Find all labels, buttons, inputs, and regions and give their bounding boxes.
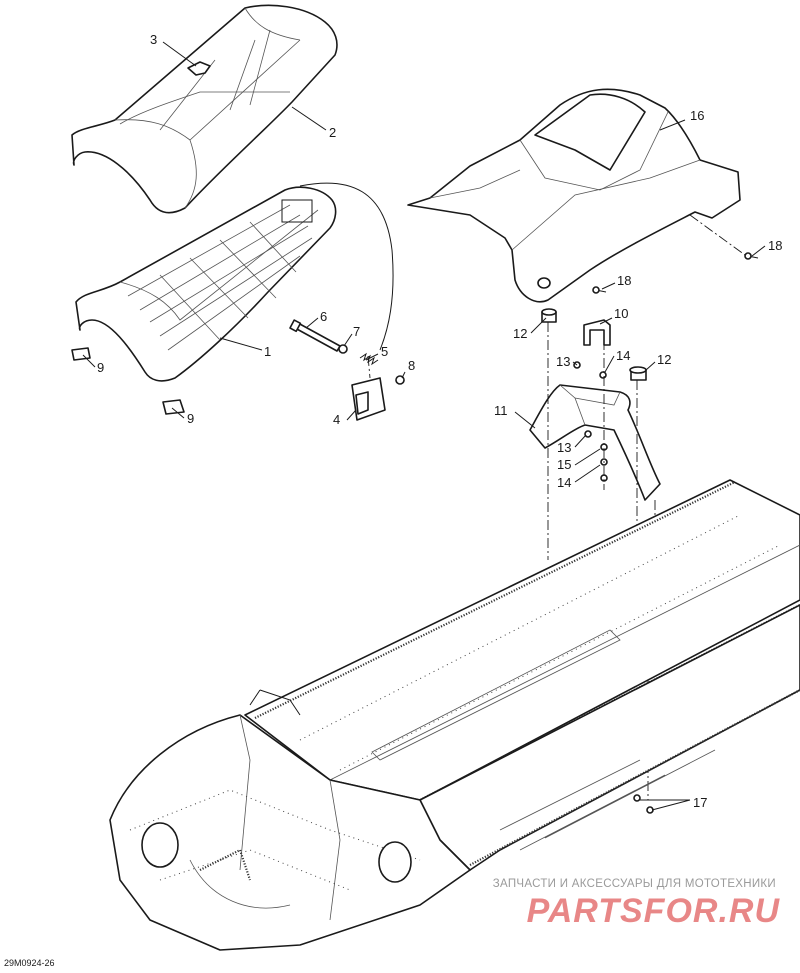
knob-right[interactable] <box>629 366 647 381</box>
rear-cover[interactable] <box>407 88 741 303</box>
callout-13b: 13 <box>557 440 571 455</box>
latch[interactable] <box>351 377 386 421</box>
callout-14b: 14 <box>557 475 571 490</box>
rivets[interactable] <box>633 794 654 814</box>
screw-centerline-upper <box>689 214 746 256</box>
callout-9a: 9 <box>97 360 104 375</box>
callout-15: 15 <box>557 457 571 472</box>
bumper-lower[interactable] <box>162 399 185 415</box>
screw-upper[interactable] <box>744 252 759 260</box>
callout-12b: 12 <box>657 352 671 367</box>
callout-8: 8 <box>408 358 415 373</box>
latch-centerline <box>367 355 371 379</box>
callout-12a: 12 <box>513 326 527 341</box>
u-bolt[interactable] <box>583 319 611 346</box>
callout-9b: 9 <box>187 411 194 426</box>
knob-left[interactable] <box>541 308 557 323</box>
watermark-tagline: ЗАПЧАСТИ И АКСЕССУАРЫ ДЛЯ МОТОТЕХНИКИ <box>492 878 776 890</box>
callout-18a: 18 <box>768 238 782 253</box>
bolt[interactable] <box>289 319 341 352</box>
seat-cover[interactable] <box>71 4 338 214</box>
callout-17: 17 <box>693 795 707 810</box>
seat-decal[interactable] <box>187 61 211 76</box>
leader-lines <box>82 41 766 811</box>
callout-4: 4 <box>333 412 340 427</box>
callout-18b: 18 <box>617 273 631 288</box>
callout-11: 11 <box>494 403 508 418</box>
watermark-logo: PARTSFOR.RU <box>526 892 780 930</box>
callout-2: 2 <box>329 125 336 140</box>
seat-base[interactable] <box>75 182 394 382</box>
washer[interactable] <box>338 344 348 354</box>
callout-7: 7 <box>353 324 360 339</box>
bumper-upper[interactable] <box>71 347 91 361</box>
grab-handle[interactable] <box>529 384 661 501</box>
callout-5: 5 <box>381 344 388 359</box>
callout-16: 16 <box>690 108 704 123</box>
document-code: 29M0924-26 <box>4 958 55 968</box>
frame-tunnel[interactable] <box>109 479 800 951</box>
callout-13a: 13 <box>556 354 570 369</box>
callout-1: 1 <box>264 344 271 359</box>
screw-lower[interactable] <box>592 286 607 294</box>
callout-3: 3 <box>150 32 157 47</box>
callout-14a: 14 <box>616 348 630 363</box>
callout-10: 10 <box>614 306 628 321</box>
callout-6: 6 <box>320 309 327 324</box>
